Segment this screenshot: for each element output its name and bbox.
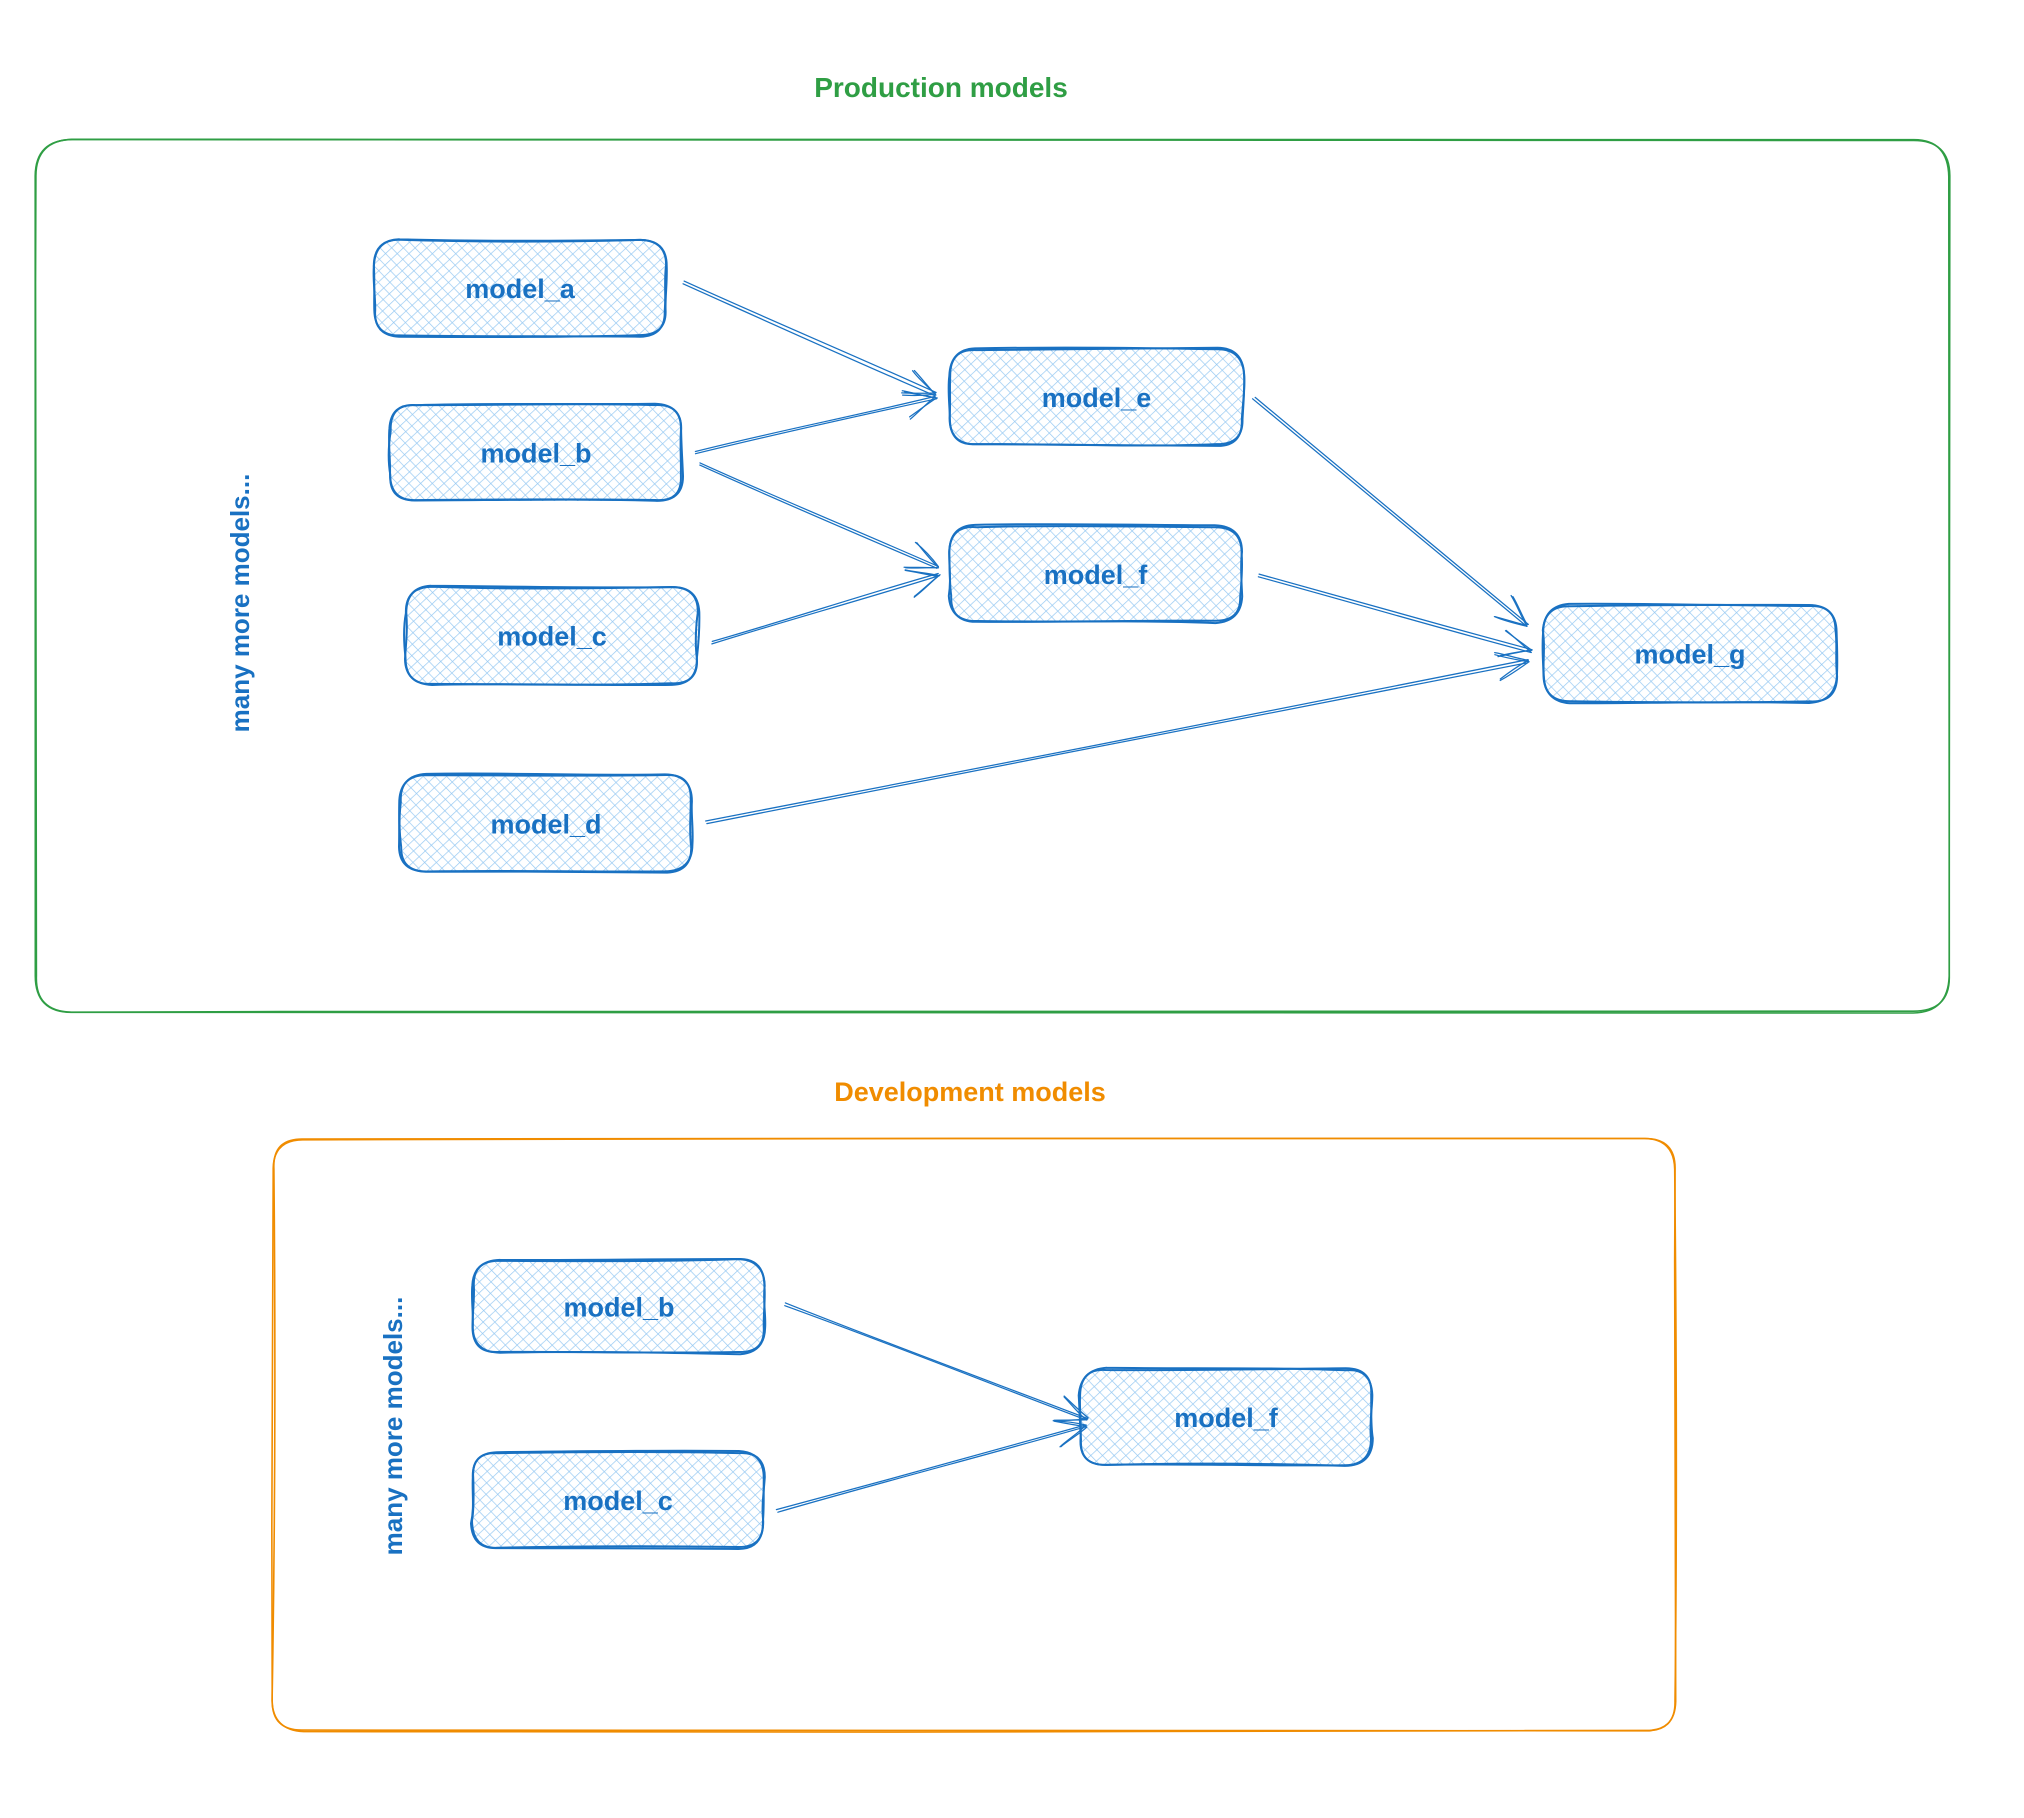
svg-text:model_g: model_g bbox=[1634, 640, 1745, 670]
svg-text:model_e: model_e bbox=[1042, 383, 1152, 413]
svg-text:model_f: model_f bbox=[1174, 1403, 1279, 1433]
svg-text:model_a: model_a bbox=[465, 274, 576, 304]
svg-text:model_c: model_c bbox=[497, 622, 607, 652]
svg-text:many more models...: many more models... bbox=[225, 474, 255, 733]
svg-text:Development models: Development models bbox=[834, 1077, 1106, 1107]
svg-text:model_f: model_f bbox=[1044, 560, 1149, 590]
svg-text:model_c: model_c bbox=[563, 1486, 673, 1516]
svg-text:model_b: model_b bbox=[563, 1293, 674, 1323]
svg-text:model_d: model_d bbox=[490, 810, 601, 840]
svg-text:model_b: model_b bbox=[480, 439, 591, 469]
svg-text:Production models: Production models bbox=[814, 72, 1068, 103]
svg-text:many more models...: many more models... bbox=[378, 1297, 408, 1556]
